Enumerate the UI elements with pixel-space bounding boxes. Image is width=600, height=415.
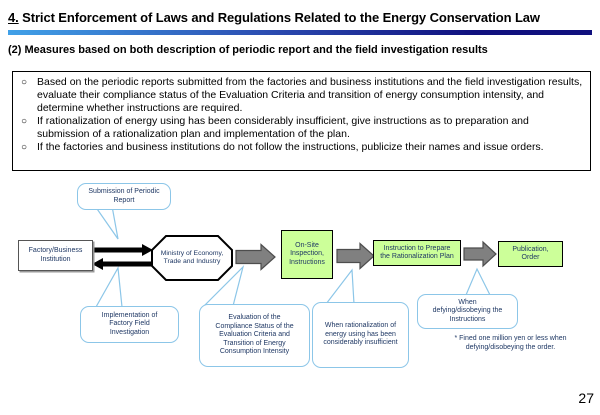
flow-arrow-2 [336, 242, 375, 270]
bullet-item: ○ Based on the periodic reports submitte… [19, 76, 584, 115]
bullet-circle-icon: ○ [21, 142, 28, 153]
callout-evaluation: Evaluation of the Compliance Status of t… [199, 304, 310, 367]
bullet-circle-icon: ○ [21, 116, 28, 127]
callout-rationalization: When rationalization of energy using has… [312, 302, 409, 368]
callout-defying: When defying/disobeying the Instructions [417, 294, 518, 329]
flow-arrow-1 [235, 243, 276, 271]
ministry-octagon-shape [151, 235, 233, 281]
arrow-ministry-to-factory [92, 258, 151, 270]
bullet-list: ○ Based on the periodic reports submitte… [19, 76, 584, 154]
instruction-plan-box: Instruction to Prepare the Rationalizati… [373, 240, 461, 266]
fine-footnote: * Fined one million yen or less when def… [454, 335, 567, 351]
flow-arrow-3 [463, 240, 497, 268]
bullet-item: ○ If rationalization of energy using has… [19, 115, 584, 141]
onsite-inspection-box: On-Site Inspection, Instructions [281, 230, 333, 279]
bullet-text: Based on the periodic reports submitted … [37, 76, 583, 114]
summary-box: ○ Based on the periodic reports submitte… [12, 71, 591, 171]
ministry-label: Ministry of Economy, Trade and Industry [160, 249, 224, 266]
callout-tail-implementation [94, 266, 123, 308]
title-underline-bar [8, 30, 592, 35]
page-title: 4. Strict Enforcement of Laws and Regula… [8, 10, 596, 25]
slide-subtitle: (2) Measures based on both description o… [8, 44, 488, 56]
bullet-item: ○ If the factories and business institut… [19, 141, 584, 154]
publication-order-box: Publication, Order [498, 241, 563, 267]
bullet-text: If the factories and business institutio… [37, 141, 544, 153]
callout-tail-submission [93, 205, 119, 240]
callout-submission-report: Submission of Periodic Report [77, 183, 171, 210]
callout-tail-defying [465, 267, 491, 296]
arrow-factory-to-ministry [94, 244, 153, 256]
callout-implementation: Implementation of Factory Field Investig… [80, 306, 179, 343]
title-number: 4. [8, 10, 19, 25]
page-number: 27 [578, 390, 594, 406]
factory-business-box: Factory/Business Institution [18, 240, 93, 271]
title-text: Strict Enforcement of Laws and Regulatio… [18, 10, 540, 25]
bullet-text: If rationalization of energy using has b… [37, 115, 529, 140]
bullet-circle-icon: ○ [21, 77, 28, 88]
